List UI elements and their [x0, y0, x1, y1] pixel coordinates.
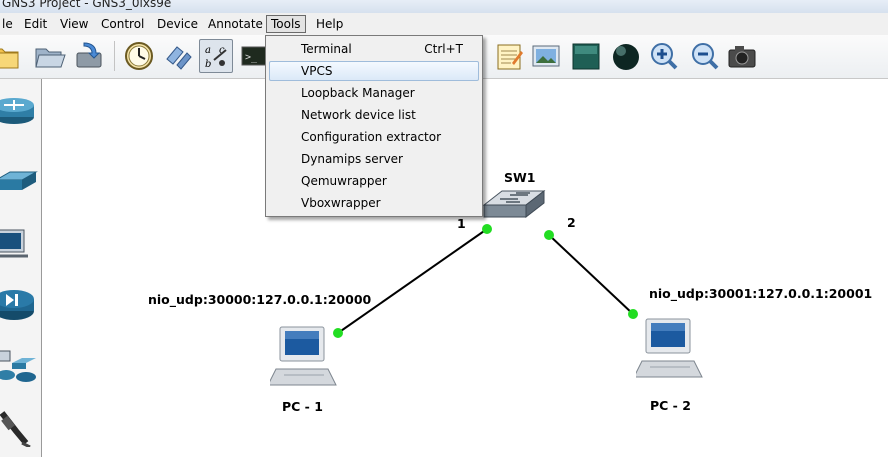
- all-devices-icon[interactable]: [0, 347, 38, 385]
- pc1-nio-label: nio_udp:30000:127.0.0.1:20000: [148, 292, 372, 307]
- pc1-icon[interactable]: [267, 325, 340, 389]
- menu-item-label: Qemuwrapper: [301, 174, 387, 188]
- svg-text:a: a: [205, 45, 211, 56]
- draw-rectangle-icon[interactable]: [569, 39, 603, 73]
- link-pc1-sw1[interactable]: [337, 228, 488, 334]
- menu-item-label: VPCS: [301, 64, 333, 78]
- switch-icon[interactable]: [0, 164, 38, 202]
- menu-item-label: Loopback Manager: [301, 86, 415, 100]
- design-mode-icon[interactable]: [161, 39, 195, 73]
- link-status-dot: [628, 309, 638, 319]
- save-project-icon[interactable]: [72, 39, 106, 73]
- menu-device[interactable]: Device: [157, 17, 199, 31]
- new-project-icon[interactable]: [0, 39, 22, 73]
- open-project-icon[interactable]: [33, 39, 67, 73]
- svg-text:c: c: [219, 45, 225, 56]
- menu-item-label: Vboxwrapper: [301, 196, 381, 210]
- tools-menu-dropdown: Terminal Ctrl+T VPCS Loopback Manager Ne…: [265, 35, 483, 217]
- cable-icon[interactable]: [0, 409, 38, 449]
- insert-picture-icon[interactable]: [529, 39, 563, 73]
- link-status-dot: [482, 224, 492, 234]
- menu-item-qemuwrapper[interactable]: Qemuwrapper: [269, 171, 477, 191]
- add-note-icon[interactable]: [492, 39, 526, 73]
- zoom-in-icon[interactable]: [647, 39, 681, 73]
- menu-file[interactable]: le: [2, 17, 13, 31]
- draw-ellipse-icon[interactable]: [609, 39, 643, 73]
- menu-item-vboxwrapper[interactable]: Vboxwrapper: [269, 193, 477, 213]
- menu-item-label: Configuration extractor: [301, 130, 442, 144]
- menu-item-dynamips-server[interactable]: Dynamips server: [269, 149, 477, 169]
- menu-annotate[interactable]: Annotate: [208, 17, 263, 31]
- menu-item-network-device-list[interactable]: Network device list: [269, 105, 477, 125]
- switch-name-label: SW1: [504, 170, 536, 185]
- menu-item-loopback-manager[interactable]: Loopback Manager: [269, 83, 477, 103]
- menu-edit[interactable]: Edit: [24, 17, 48, 31]
- link-status-dot: [544, 230, 554, 240]
- menu-help[interactable]: Help: [316, 17, 344, 31]
- menu-item-label: Network device list: [301, 108, 416, 122]
- pc1-name-label: PC - 1: [282, 399, 323, 414]
- menu-item-terminal[interactable]: Terminal Ctrl+T: [269, 39, 477, 59]
- security-device-icon[interactable]: [0, 287, 38, 325]
- pc2-name-label: PC - 2: [650, 398, 691, 413]
- pc2-icon[interactable]: [633, 317, 706, 381]
- svg-text:b: b: [205, 59, 211, 70]
- link-sw1-pc2[interactable]: [548, 234, 634, 315]
- menu-bar: le Edit View Control Device Annotate Too…: [0, 13, 888, 35]
- pc2-nio-label: nio_udp:30001:127.0.0.1:20001: [649, 286, 873, 301]
- window-title: GNS3 Project - GNS3_0lxs9e: [2, 0, 172, 10]
- screenshot-icon[interactable]: [725, 39, 759, 73]
- menu-item-shortcut: Ctrl+T: [424, 42, 463, 56]
- link-status-dot: [333, 328, 343, 338]
- menu-item-label: Dynamips server: [301, 152, 403, 166]
- end-device-icon[interactable]: [0, 224, 38, 262]
- toolbar-separator: [114, 41, 115, 71]
- topology-links: [333, 224, 638, 338]
- menu-view[interactable]: View: [60, 17, 89, 31]
- menu-item-configuration-extractor[interactable]: Configuration extractor: [269, 127, 477, 147]
- port-label: 2: [567, 215, 576, 230]
- switch-sw1-icon[interactable]: [480, 187, 548, 223]
- svg-text:>_: >_: [245, 52, 258, 63]
- menu-control[interactable]: Control: [101, 17, 145, 31]
- menu-item-vpcs[interactable]: VPCS: [269, 61, 479, 81]
- menu-tools[interactable]: Tools: [266, 15, 306, 33]
- snapshot-icon[interactable]: [122, 39, 156, 73]
- port-label: 1: [457, 216, 466, 231]
- menu-item-label: Terminal: [301, 42, 352, 56]
- zoom-out-icon[interactable]: [688, 39, 722, 73]
- device-palette: [0, 79, 42, 457]
- router-icon[interactable]: [0, 91, 38, 129]
- title-bar: GNS3 Project - GNS3_0lxs9e: [0, 0, 888, 13]
